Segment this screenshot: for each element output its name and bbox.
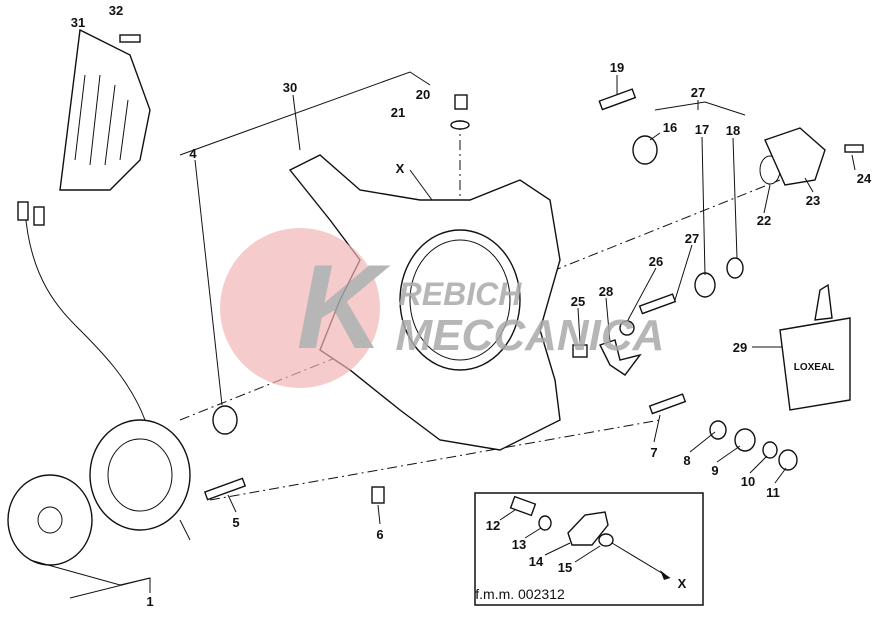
svg-text:MECCANICA: MECCANICA	[396, 311, 665, 360]
part-label: 7	[650, 445, 657, 460]
reference-marker-x: X	[396, 161, 405, 176]
part-label: 13	[512, 537, 526, 552]
part-label: 25	[571, 294, 585, 309]
part-label: 23	[806, 193, 820, 208]
part-label: 19	[610, 60, 624, 75]
part-label: 26	[649, 254, 663, 269]
part-label: 28	[599, 284, 613, 299]
part-label: 22	[757, 213, 771, 228]
part-label: 24	[857, 171, 872, 186]
part-label: 27	[685, 231, 699, 246]
part-label: 9	[711, 463, 718, 478]
part-label: 16	[663, 120, 677, 135]
part-label: 31	[71, 15, 85, 30]
rotor-part	[7, 474, 93, 566]
part-labels: 1 4 5 6 7 8 9 10 11 12 13 14 15 16 17 18…	[71, 3, 872, 609]
part-label: 6	[376, 527, 383, 542]
watermark-logo: K REBICH MECCANICA	[220, 228, 664, 388]
part-label: 10	[741, 474, 755, 489]
part-label: 1	[146, 594, 153, 609]
bearing-4-part	[212, 405, 238, 435]
part-label: 17	[695, 122, 709, 137]
part-label: 12	[486, 518, 500, 533]
drawing-code: f.m.m. 002312	[475, 586, 565, 602]
part-label: 20	[416, 87, 430, 102]
loxeal-sealant-bottle: LOXEAL	[779, 283, 851, 411]
detail-reference-marker-x: X	[678, 576, 687, 591]
part-label: 4	[189, 146, 197, 161]
part-label: 14	[529, 554, 544, 569]
sealant-label: LOXEAL	[794, 362, 835, 373]
part-label: 15	[558, 560, 572, 575]
svg-text:K: K	[297, 240, 391, 374]
part-label: 11	[766, 485, 780, 500]
part-label: 8	[683, 453, 690, 468]
bearing-16-part	[632, 135, 658, 165]
part-label: 29	[733, 340, 747, 355]
part-label: 30	[283, 80, 297, 95]
part-label: 21	[391, 105, 405, 120]
part-label: 5	[232, 515, 239, 530]
detail-inset: f.m.m. 002312	[474, 492, 704, 606]
part-label: 18	[726, 123, 740, 138]
screw-32-part	[119, 34, 141, 43]
stator-part	[89, 419, 191, 531]
part-label: 27	[691, 85, 705, 100]
sprocket-cover-part	[59, 28, 151, 191]
svg-text:REBICH: REBICH	[399, 276, 523, 312]
part-label: 32	[109, 3, 123, 18]
